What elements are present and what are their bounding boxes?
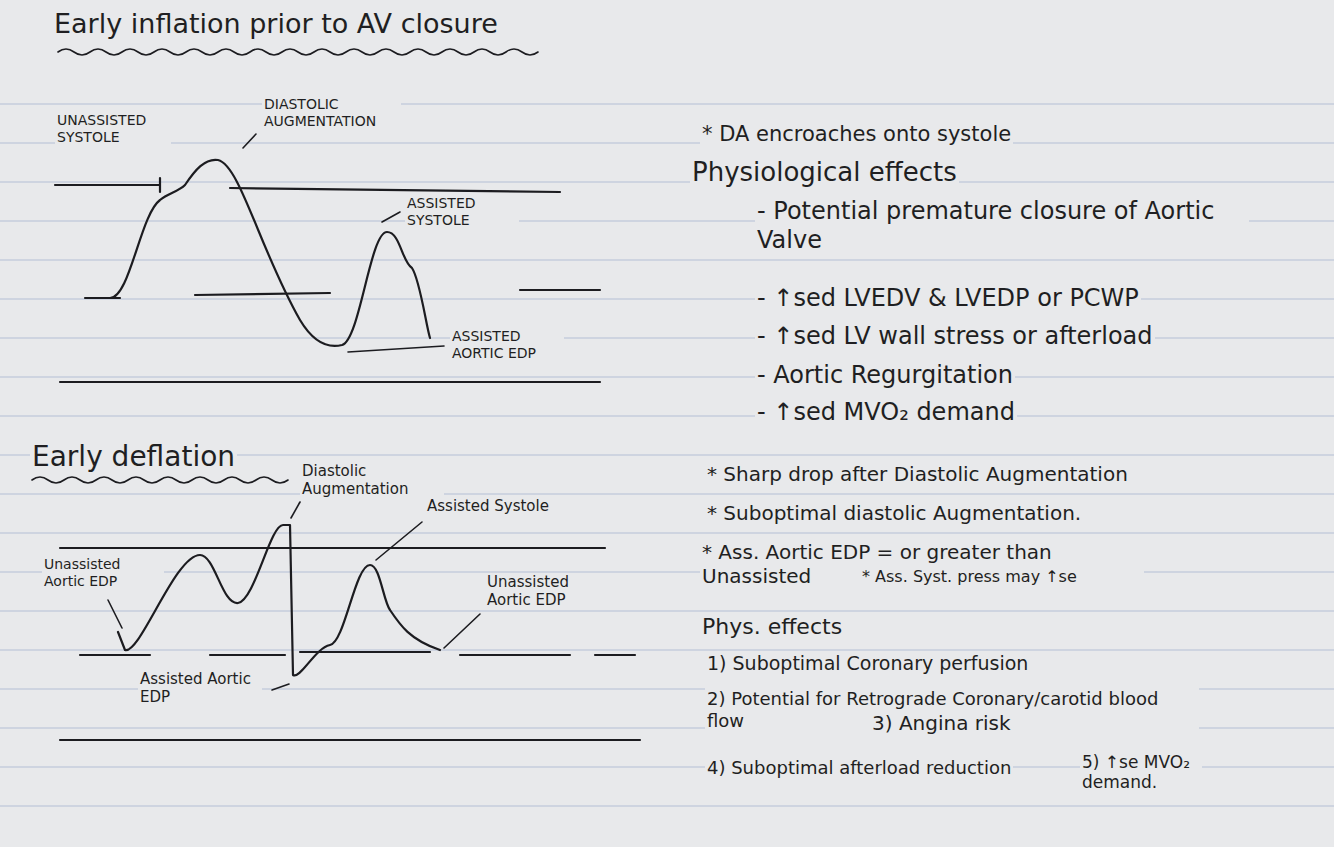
baseline (460, 654, 570, 656)
note-heading: Phys. effects (700, 614, 844, 640)
leader-line (108, 600, 122, 628)
leader-line (272, 684, 289, 690)
rule-line (0, 376, 1334, 377)
baseline (595, 654, 635, 656)
baseline (230, 188, 560, 192)
heading: Early inflation prior to AV closure (52, 8, 500, 40)
underline-squiggle (32, 477, 288, 483)
note-text: - ↑sed MVO₂ demand (755, 398, 1017, 427)
note-text: 1) Suboptimal Coronary perfusion (705, 652, 1030, 675)
rule-line (0, 532, 1334, 533)
wave-label: Unassisted Aortic EDP (485, 573, 609, 609)
baseline (60, 739, 640, 741)
leader-line (243, 134, 256, 148)
note-text: 3) Angina risk (870, 711, 1013, 735)
wave-label: Assisted Systole (425, 497, 551, 515)
wave-label: Unassisted Aortic EDP (42, 556, 164, 590)
rule-line (0, 493, 1334, 494)
baseline (60, 381, 600, 383)
pressure-waveform (110, 160, 430, 346)
wave-label: DIASTOLIC AUGMENTATION (262, 96, 401, 130)
heading: Early deflation (30, 440, 237, 474)
note-text: * Sharp drop after Diastolic Augmentatio… (705, 462, 1130, 486)
note-text: - ↑sed LV wall stress or afterload (755, 322, 1155, 351)
note-text: 4) Suboptimal afterload reduction (705, 757, 1013, 779)
baseline (210, 654, 285, 656)
leader-line (291, 502, 300, 518)
wave-label: UNASSISTED SYSTOLE (55, 112, 171, 146)
rule-line (0, 142, 1334, 143)
rule-line (0, 415, 1334, 416)
baseline (60, 547, 605, 549)
leader-line (444, 614, 480, 648)
baseline (55, 184, 160, 186)
note-text: - ↑sed LVEDV & LVEDP or PCWP (755, 284, 1141, 313)
wave-label: Assisted Aortic EDP (138, 670, 262, 706)
wave-label: Diastolic Augmentation (300, 462, 444, 498)
wave-label: ASSISTED SYSTOLE (405, 195, 519, 229)
rule-line (0, 103, 1334, 104)
underline-squiggle (58, 49, 538, 55)
note-text: 5) ↑se MVO₂ demand. (1080, 752, 1202, 793)
note-heading: Physiological effects (690, 157, 959, 188)
tick-mark (159, 178, 161, 192)
rule-line (0, 805, 1334, 806)
rule-line (0, 649, 1334, 650)
leader-line (348, 346, 444, 352)
baseline (80, 654, 150, 656)
card-rules (0, 104, 1334, 806)
baseline (195, 293, 330, 295)
leader-line (382, 212, 400, 222)
wave-label: ASSISTED AORTIC EDP (450, 328, 564, 362)
note-text: * Suboptimal diastolic Augmentation. (705, 501, 1083, 525)
note-text: - Aortic Regurgitation (755, 361, 1015, 390)
note-text: - Potential premature closure of Aortic … (755, 197, 1249, 255)
rule-line (0, 181, 1334, 182)
note-text: * Ass. Syst. press may ↑se (860, 567, 1079, 586)
rule-line (0, 610, 1334, 611)
baseline (520, 289, 600, 291)
note-text: * DA encroaches onto systole (700, 122, 1013, 147)
leader-line (376, 522, 422, 560)
rule-line (0, 259, 1334, 260)
